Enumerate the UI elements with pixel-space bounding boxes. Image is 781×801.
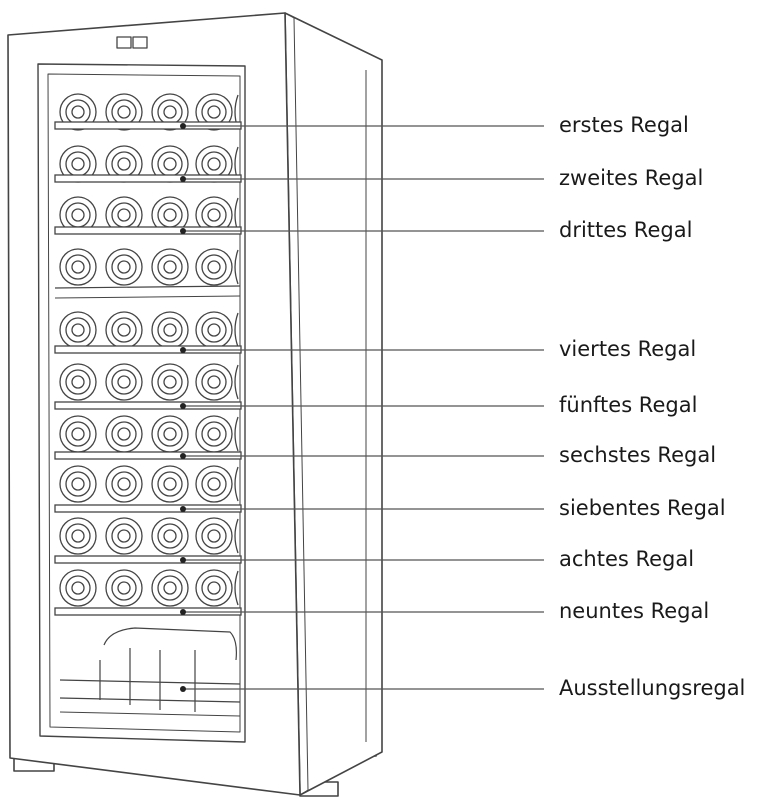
leader-dot [180, 228, 186, 234]
shelf-bars [54, 121, 242, 616]
bottle-end [105, 569, 143, 607]
bottle-partial [234, 570, 239, 606]
bottle-partial [234, 416, 239, 452]
shelf-label: viertes Regal [559, 337, 697, 361]
shelf-label: Ausstellungsregal [559, 676, 746, 700]
shelf-label: achtes Regal [559, 547, 695, 571]
leader-lines [180, 123, 544, 692]
bottle-partial [234, 466, 239, 502]
bottle-end [105, 248, 143, 286]
leader-dot [180, 609, 186, 615]
bottle-end [195, 517, 233, 555]
bottle-end [195, 363, 233, 401]
bottle-partial [234, 312, 239, 348]
shelf-label: sechstes Regal [559, 443, 717, 467]
bottle-end [105, 517, 143, 555]
leader-dot [180, 347, 186, 353]
shelf-label: siebentes Regal [559, 496, 726, 520]
shelf-label: neuntes Regal [559, 599, 710, 623]
bottle-end [151, 569, 189, 607]
bottle-end [151, 517, 189, 555]
bottle-end [151, 248, 189, 286]
bottle-end [59, 517, 97, 555]
leader-dot [180, 686, 186, 692]
bottle-rows [59, 93, 239, 607]
bottle-end [151, 465, 189, 503]
leader-dot [180, 506, 186, 512]
bottle-partial [234, 518, 239, 554]
bottle-end [151, 363, 189, 401]
shelf-label: drittes Regal [559, 218, 693, 242]
bottle-end [59, 363, 97, 401]
leader-dot [180, 176, 186, 182]
leader-dot [180, 453, 186, 459]
shelf-label: erstes Regal [559, 113, 689, 137]
bottle-end [59, 569, 97, 607]
bottle-end [195, 465, 233, 503]
bottle-partial [234, 364, 239, 400]
leader-dot [180, 403, 186, 409]
leader-dot [180, 123, 186, 129]
bottle-partial [234, 249, 239, 285]
bottle-end [59, 248, 97, 286]
leader-dot [180, 557, 186, 563]
bottle-end [195, 569, 233, 607]
bottle-end [105, 465, 143, 503]
bottle-end [59, 465, 97, 503]
bottle-end [195, 248, 233, 286]
shelf-label: fünftes Regal [559, 393, 698, 417]
bottle-end [105, 363, 143, 401]
shelf-label: zweites Regal [559, 166, 704, 190]
bottle-end [151, 311, 189, 349]
